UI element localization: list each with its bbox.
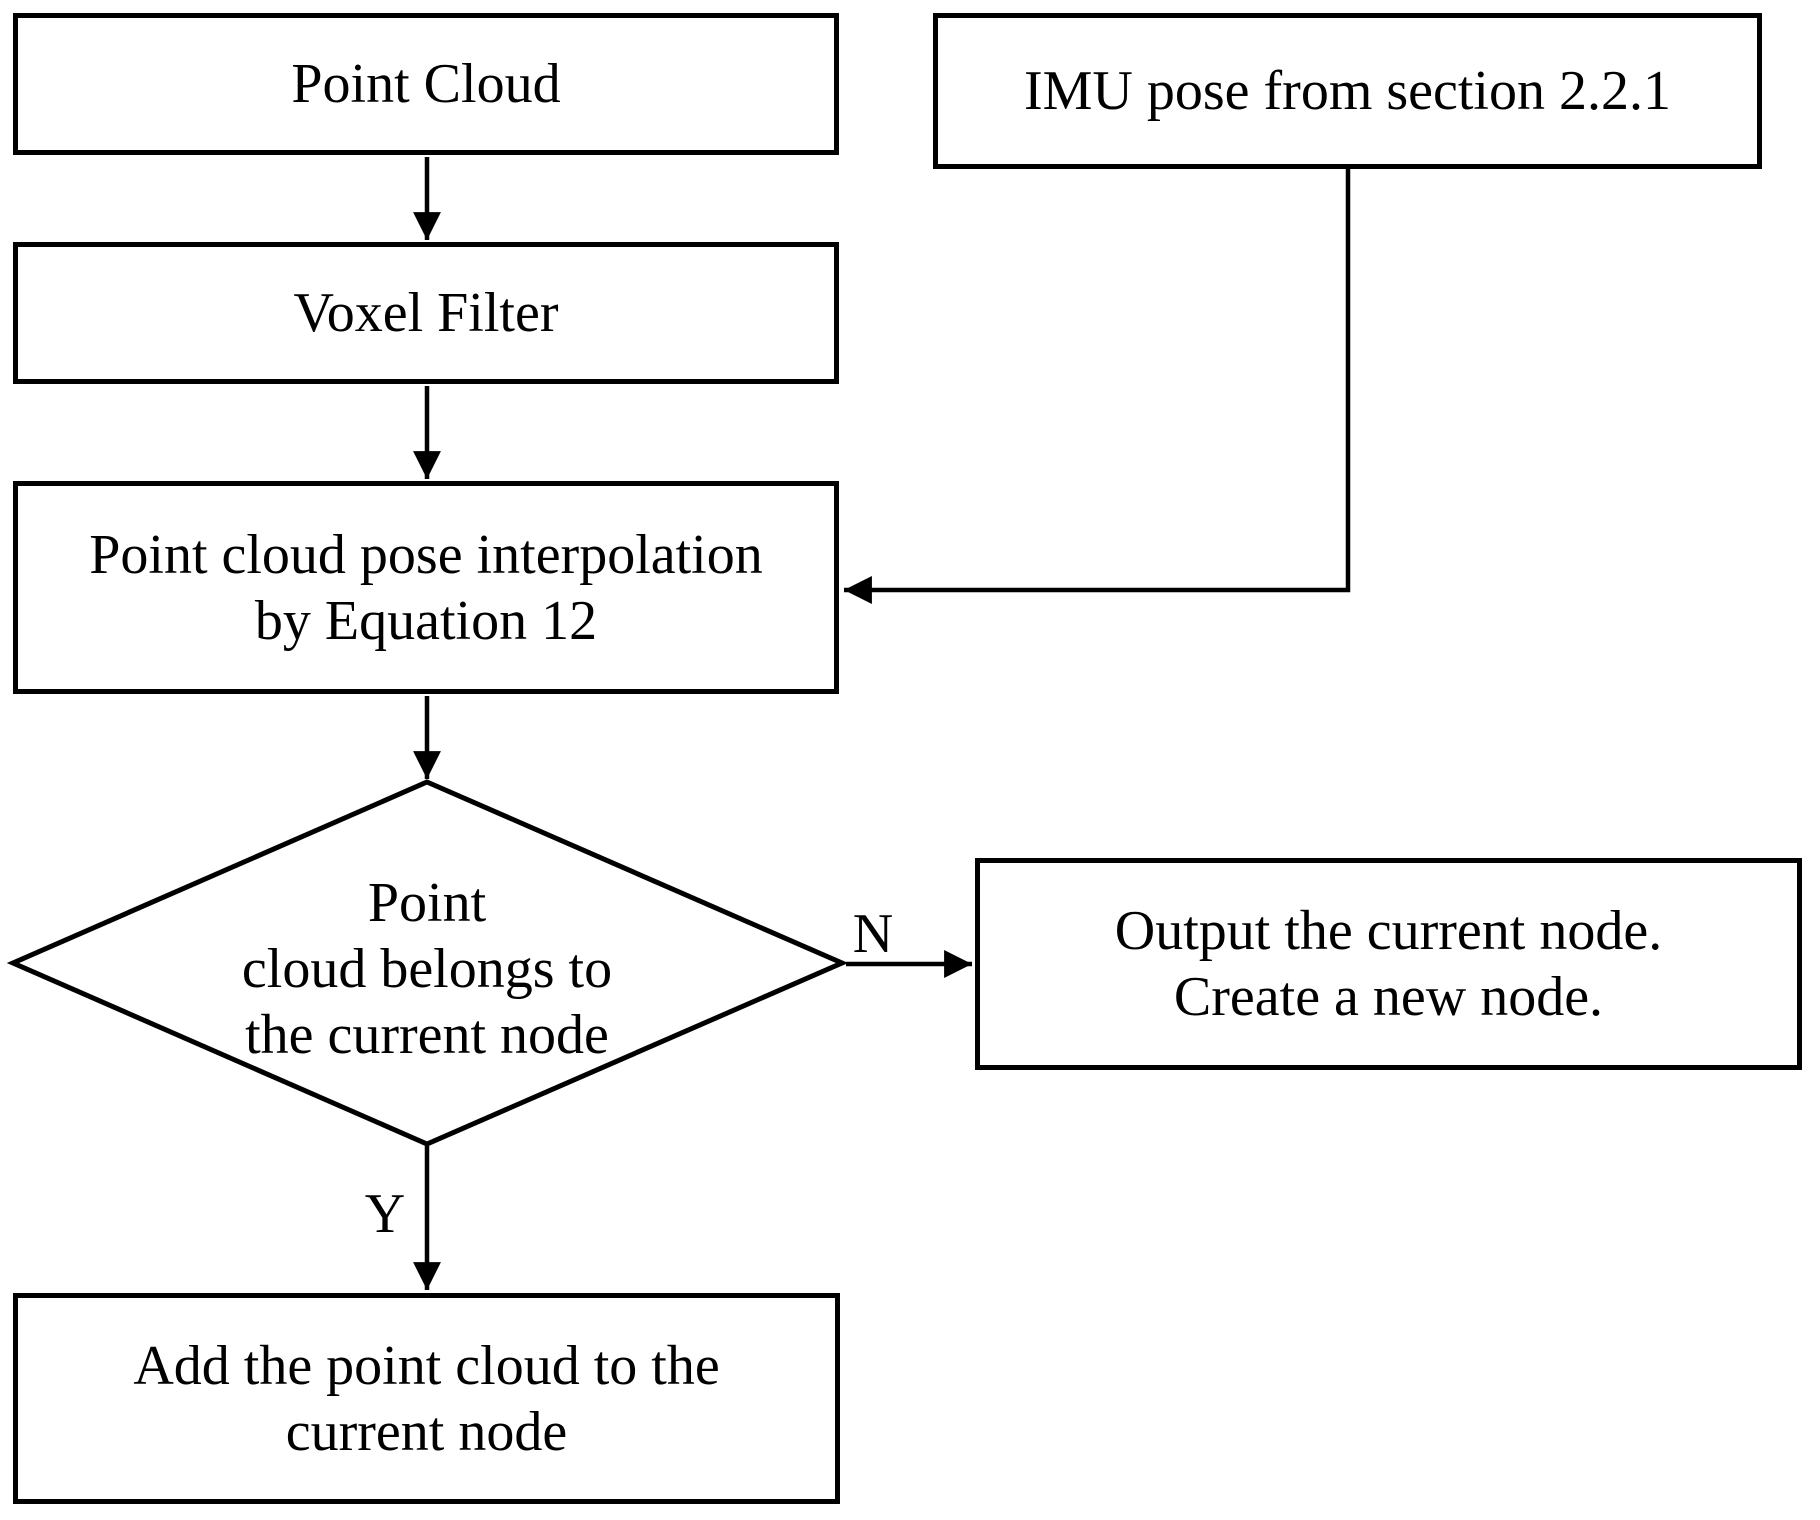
node-pose-interpolation-line2: by Equation 12 <box>254 589 598 652</box>
node-decision-line3: the current node <box>245 1004 609 1066</box>
node-voxel-filter: Voxel Filter <box>13 242 839 384</box>
edge-label-yes: Y <box>364 1183 406 1245</box>
node-add-line1: Add the point cloud to the <box>133 1334 720 1397</box>
node-point-cloud: Point Cloud <box>13 13 839 155</box>
node-voxel-filter-label: Voxel Filter <box>293 282 559 344</box>
node-pose-interpolation: Point cloud pose interpolation by Equati… <box>13 481 839 694</box>
node-point-cloud-label: Point Cloud <box>291 53 561 115</box>
node-output-line1: Output the current node. <box>1114 900 1663 962</box>
node-pose-interpolation-line1: Point cloud pose interpolation <box>89 523 763 586</box>
node-imu-pose: IMU pose from section 2.2.1 <box>933 13 1762 169</box>
node-decision-line2: cloud belongs to <box>241 938 613 1000</box>
node-imu-pose-label: IMU pose from section 2.2.1 <box>1023 60 1671 122</box>
node-output-current-node: Output the current node. Create a new no… <box>975 858 1802 1070</box>
node-decision-label: Point cloud belongs to the current node <box>13 870 841 1068</box>
edge-label-no: N <box>852 903 894 965</box>
node-add-line2: current node <box>285 1400 568 1463</box>
node-decision-line1: Point <box>367 872 487 934</box>
node-add-to-current-node: Add the point cloud to the current node <box>13 1293 840 1504</box>
decision-diamond-shape <box>6 779 849 1147</box>
node-output-line2: Create a new node. <box>1173 966 1604 1028</box>
arrow-imu-to-interpolation <box>844 167 1351 604</box>
